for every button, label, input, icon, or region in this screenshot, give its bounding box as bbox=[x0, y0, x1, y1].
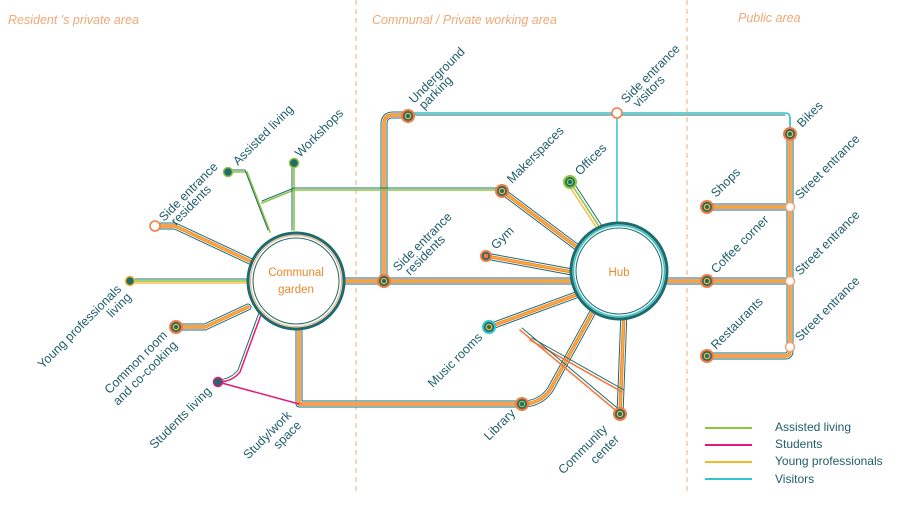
station-street-entrance-2 bbox=[784, 275, 796, 287]
legend: Assisted living Students Young professio… bbox=[705, 420, 883, 486]
label-music-rooms: Music rooms bbox=[425, 330, 485, 390]
station-young-professionals bbox=[124, 275, 136, 287]
routes bbox=[129, 111, 794, 418]
station-makerspaces bbox=[495, 184, 509, 198]
label-workshops: Workshops bbox=[292, 106, 346, 160]
station-music-rooms bbox=[482, 320, 496, 334]
station-underground-parking bbox=[401, 109, 415, 123]
station-street-entrance-3 bbox=[784, 341, 796, 353]
label-young-professionals-1: Young professionals bbox=[35, 282, 124, 371]
station-library bbox=[515, 397, 529, 411]
label-street-entrance-1: Street entrance bbox=[792, 132, 862, 202]
hub-circle: Hub bbox=[569, 221, 669, 321]
label-restaurants: Restaurants bbox=[708, 295, 766, 353]
label-gym: Gym bbox=[488, 224, 517, 253]
zone-title-private: Resident 's private area bbox=[8, 13, 139, 27]
legend-label-assisted-living: Assisted living bbox=[775, 420, 851, 434]
station-coffee-corner bbox=[700, 274, 714, 288]
legend-label-visitors: Visitors bbox=[775, 472, 814, 486]
station-students-living bbox=[212, 376, 224, 388]
label-coffee-corner: Coffee corner bbox=[708, 213, 771, 276]
zone-title-public: Public area bbox=[738, 11, 801, 25]
station-workshops bbox=[288, 157, 300, 169]
route-assisted-living bbox=[129, 162, 601, 282]
label-street-entrance-2: Street entrance bbox=[792, 208, 862, 278]
label-bikes: Bikes bbox=[794, 99, 826, 131]
label-students-living: Students living bbox=[147, 384, 214, 451]
label-shops: Shops bbox=[708, 165, 743, 200]
station-community-center bbox=[613, 407, 627, 421]
station-side-entrance-mid bbox=[377, 274, 391, 288]
zone-title-communal: Communal / Private working area bbox=[372, 13, 557, 27]
communal-garden-label-1: Communal bbox=[268, 267, 324, 279]
station-assisted-living bbox=[222, 166, 234, 178]
label-street-entrance-3: Street entrance bbox=[792, 274, 862, 344]
label-assisted-living: Assisted living bbox=[230, 102, 296, 168]
legend-label-students: Students bbox=[775, 437, 822, 451]
station-shops bbox=[700, 200, 714, 214]
station-gym bbox=[480, 250, 492, 262]
label-library: Library bbox=[481, 406, 518, 443]
station-restaurants bbox=[700, 349, 714, 363]
labels: Side entrance residents Assisted living … bbox=[35, 42, 863, 477]
station-common-room bbox=[169, 320, 183, 334]
communal-garden-circle: Communal garden bbox=[246, 231, 346, 331]
station-side-entrance-visitors bbox=[611, 107, 623, 119]
label-makerspaces: Makerspaces bbox=[504, 124, 566, 186]
station-offices bbox=[563, 175, 577, 189]
legend-label-young-professionals: Young professionals bbox=[775, 454, 883, 468]
stations bbox=[124, 107, 797, 421]
communal-garden-label-2: garden bbox=[278, 284, 314, 296]
label-offices: Offices bbox=[572, 141, 609, 178]
station-bikes bbox=[783, 127, 797, 141]
station-side-entrance-left bbox=[149, 220, 161, 232]
hub-label: Hub bbox=[608, 267, 629, 279]
station-street-entrance-1 bbox=[784, 201, 796, 213]
